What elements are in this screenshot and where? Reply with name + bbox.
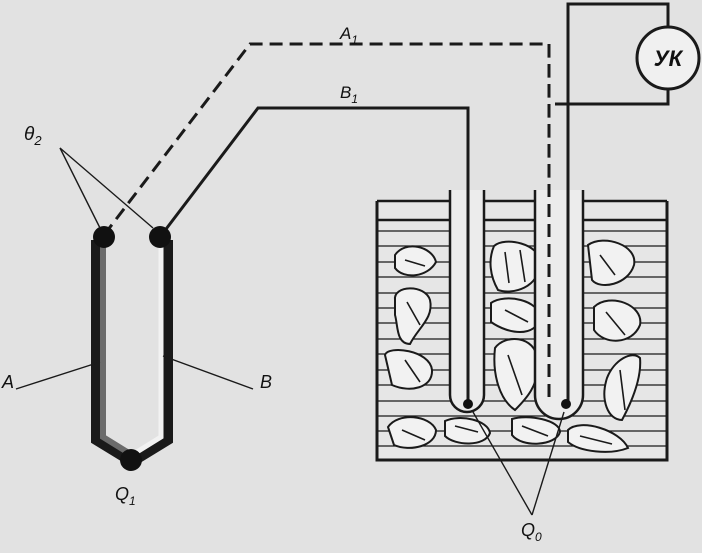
instrument-label: УК bbox=[654, 46, 684, 71]
leader-theta2-b bbox=[59, 147, 154, 229]
label-b1: B1 bbox=[340, 83, 358, 106]
wire-b1-instrument bbox=[555, 89, 670, 106]
tube-left bbox=[448, 108, 486, 414]
leader-q0-right bbox=[531, 411, 565, 516]
ice-pieces bbox=[383, 239, 642, 453]
leader-b bbox=[162, 355, 254, 390]
leader-a bbox=[15, 361, 101, 390]
label-a: A bbox=[1, 372, 14, 392]
hot-junction-q1 bbox=[120, 449, 142, 471]
cold-junction-left bbox=[463, 399, 473, 409]
junction-a-top bbox=[93, 226, 115, 248]
instrument-uk: УК bbox=[635, 25, 701, 91]
wire-a1-dashed bbox=[102, 42, 551, 402]
cold-junction-right bbox=[561, 399, 571, 409]
label-b: B bbox=[260, 372, 272, 392]
label-a1: A1 bbox=[339, 24, 358, 47]
electrode-a bbox=[100, 240, 134, 458]
leader-theta2-a bbox=[59, 147, 101, 229]
label-q0: Q0 bbox=[521, 520, 542, 544]
thermocouple-probe bbox=[91, 226, 173, 471]
tube-right bbox=[533, 4, 585, 421]
leader-q0-left bbox=[472, 411, 533, 516]
label-q1: Q1 bbox=[115, 484, 136, 508]
electrode-b bbox=[130, 240, 164, 458]
label-theta2: θ2 bbox=[24, 124, 42, 148]
junction-b-top bbox=[149, 226, 171, 248]
